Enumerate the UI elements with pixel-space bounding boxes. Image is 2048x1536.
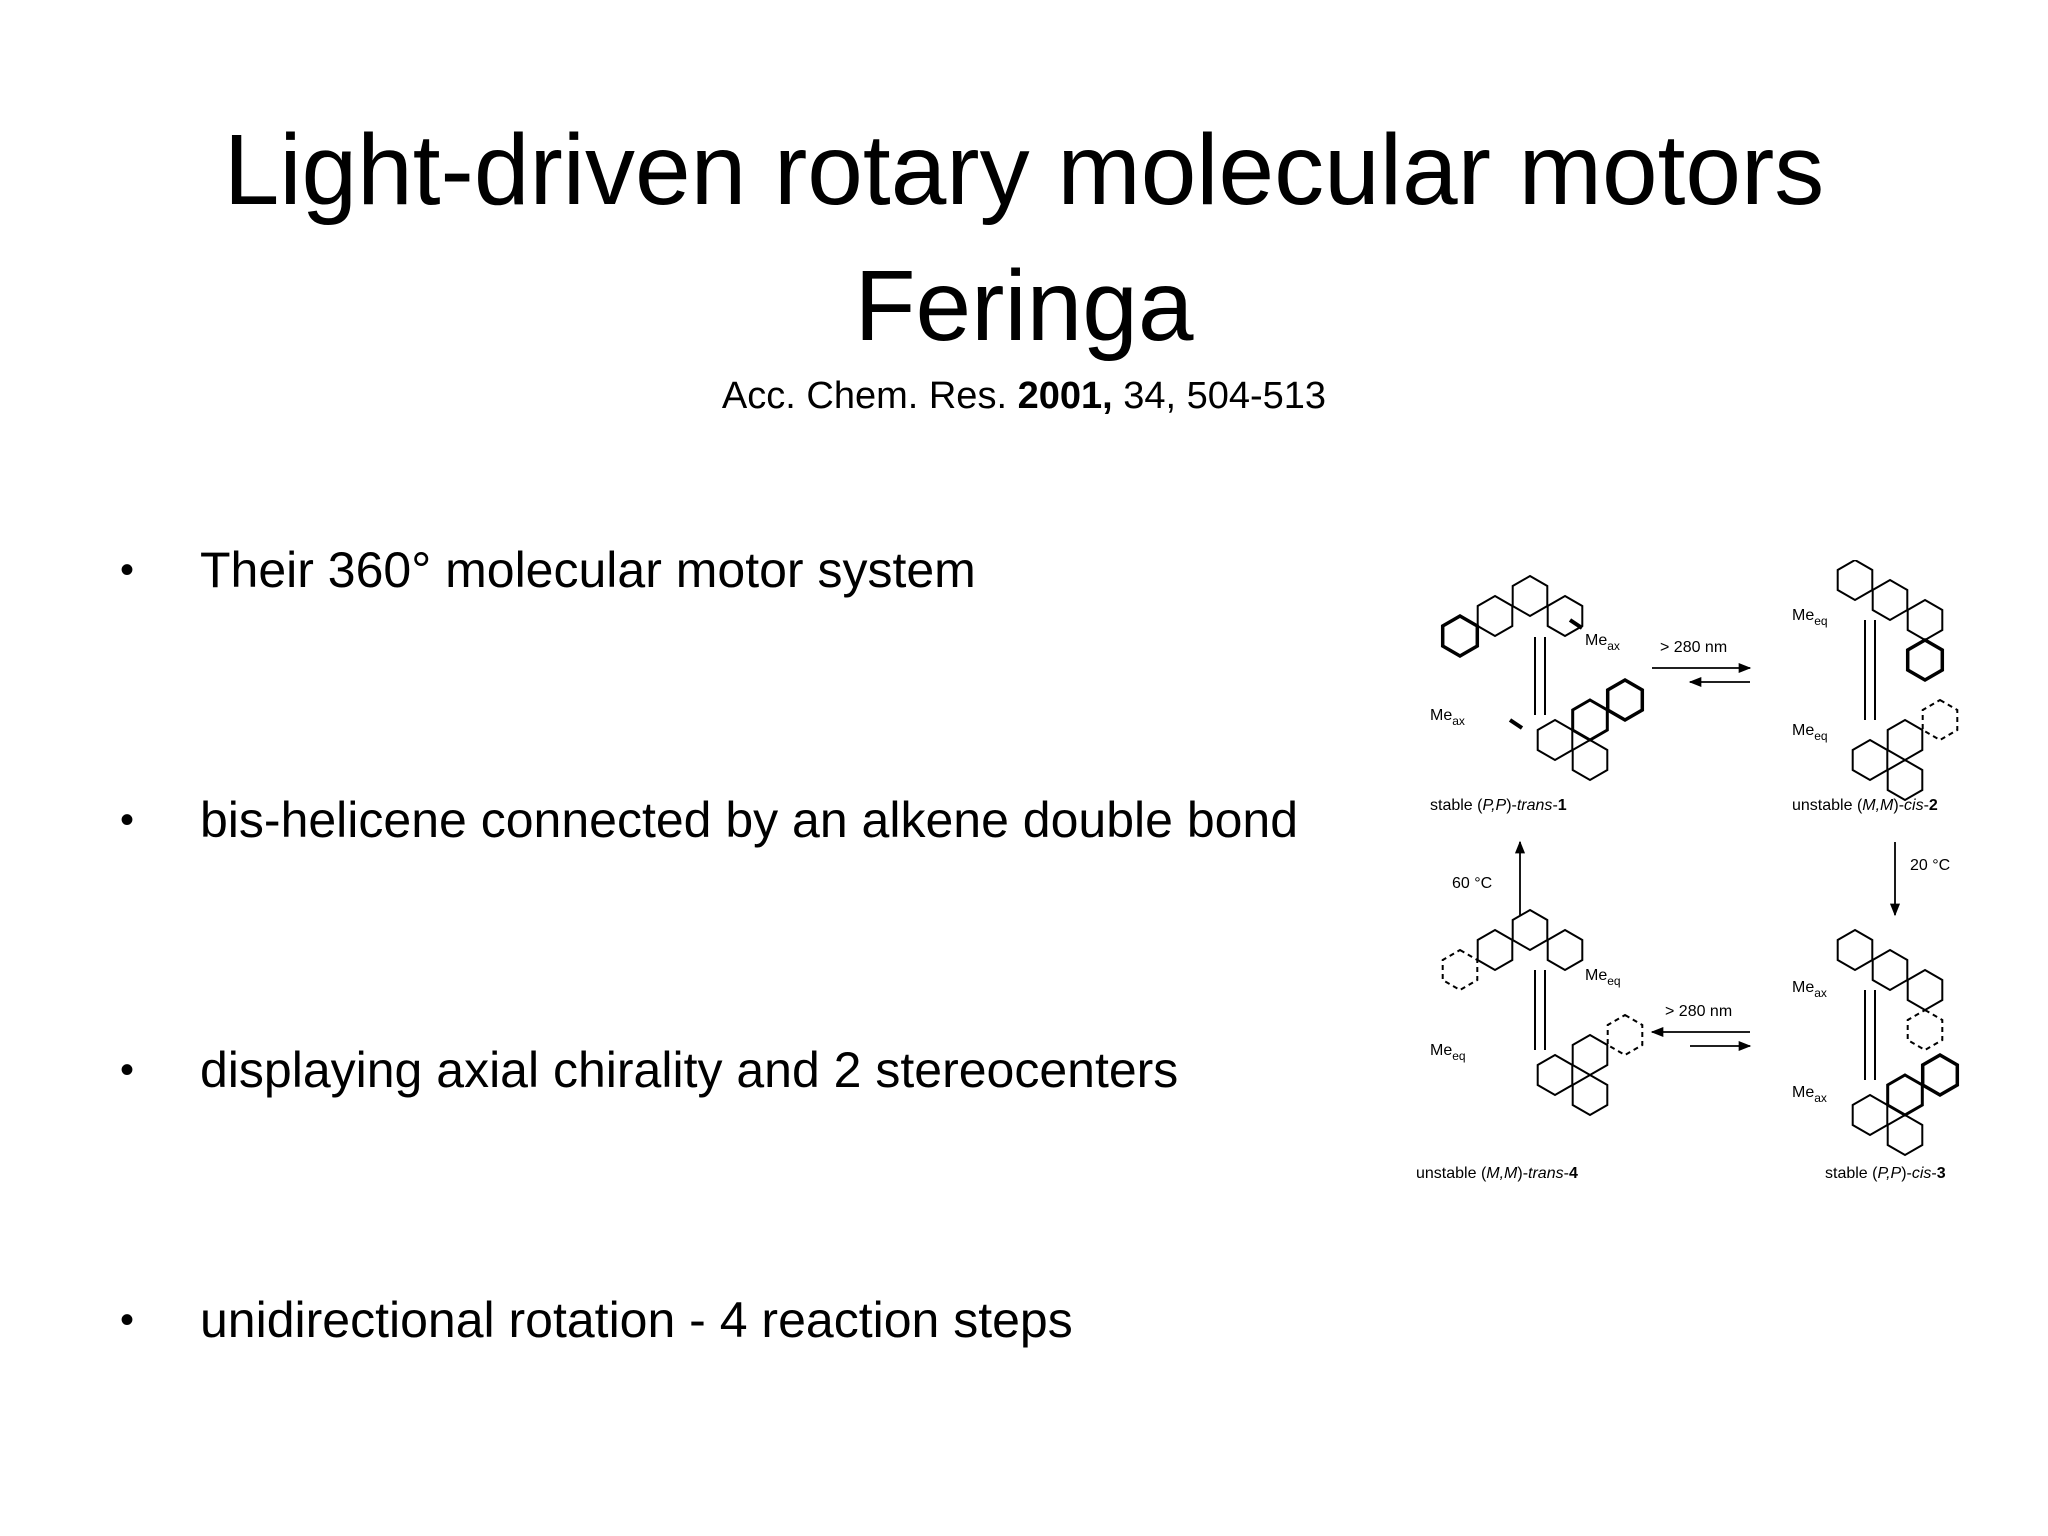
svg-text:Meeq: Meeq xyxy=(1792,722,1828,743)
condition-light-top: > 280 nm xyxy=(1660,639,1727,656)
light-arrows-bottom xyxy=(1650,1026,1752,1052)
bullet-dot: • xyxy=(120,547,135,592)
citation: Acc. Chem. Res. 2001, 34, 504-513 xyxy=(0,372,2048,420)
bullet-item: • displaying axial chirality and 2 stereo… xyxy=(120,1038,1178,1106)
svg-text:Meeq: Meeq xyxy=(1585,967,1621,988)
condition-light-bottom: > 280 nm xyxy=(1665,1003,1732,1020)
molecule-structure-2-labels: Meeq Meeq xyxy=(1792,607,1828,743)
svg-text:Meax: Meax xyxy=(1792,979,1827,1000)
molecule-structure-3 xyxy=(1836,929,1960,1156)
bullet-item: • unidirectional rotation - 4 reaction st… xyxy=(120,1288,1073,1356)
bullet-item: • bis-helicene connected by an alkene dou… xyxy=(120,788,1298,856)
molecule-structure-1 xyxy=(1440,575,1645,781)
bullet-text: bis-helicene connected by an alkene doub… xyxy=(200,792,1299,848)
molecule-structure-4 xyxy=(1441,909,1644,1116)
bullet-text: displaying axial chirality and 2 stereoc… xyxy=(200,1042,1179,1098)
citation-year: 2001, xyxy=(1017,375,1113,417)
condition-heat-right: 20 °C xyxy=(1910,857,1950,874)
molecule-structure-1-labels: Meax Meax xyxy=(1430,632,1620,728)
bullet-item: • Their 360° molecular motor system xyxy=(120,538,976,606)
bullet-text: unidirectional rotation - 4 reaction ste… xyxy=(200,1292,1073,1348)
bullet-dot: • xyxy=(120,1047,135,1092)
molecule-structure-4-labels: Meeq Meeq xyxy=(1430,967,1621,1063)
bullet-dot: • xyxy=(120,1297,135,1342)
svg-text:Meax: Meax xyxy=(1430,707,1465,728)
svg-text:Meax: Meax xyxy=(1792,1084,1827,1105)
slide-subtitle-author: Feringa xyxy=(854,250,1194,362)
bullet-dot: • xyxy=(120,797,135,842)
molecule-structure-2 xyxy=(1836,560,1959,801)
compound-label-1: stable (P,P)-trans-1 xyxy=(1430,797,1567,814)
svg-text:Meeq: Meeq xyxy=(1430,1042,1466,1063)
svg-text:Meeq: Meeq xyxy=(1792,607,1828,628)
condition-heat-left: 60 °C xyxy=(1452,875,1492,892)
bullet-text: Their 360° molecular motor system xyxy=(200,542,976,598)
compound-label-3: stable (P,P)-cis-3 xyxy=(1825,1165,1946,1182)
compound-label-2: unstable (M,M)-cis-2 xyxy=(1792,797,1938,814)
molecular-motor-scheme: Meax Meax stable (P,P)-trans-1 > 280 nm … xyxy=(1416,560,1960,1182)
citation-journal: Acc. Chem. Res. xyxy=(721,375,1018,417)
citation-volume-pages: 34, 504-513 xyxy=(1112,375,1327,417)
svg-text:Meax: Meax xyxy=(1585,632,1620,653)
compound-label-4: unstable (M,M)-trans-4 xyxy=(1416,1165,1578,1182)
slide-title: Light-driven rotary molecular motors xyxy=(223,114,1825,226)
molecule-structure-3-labels: Meax Meax xyxy=(1792,979,1827,1105)
light-arrows-top xyxy=(1652,662,1752,688)
